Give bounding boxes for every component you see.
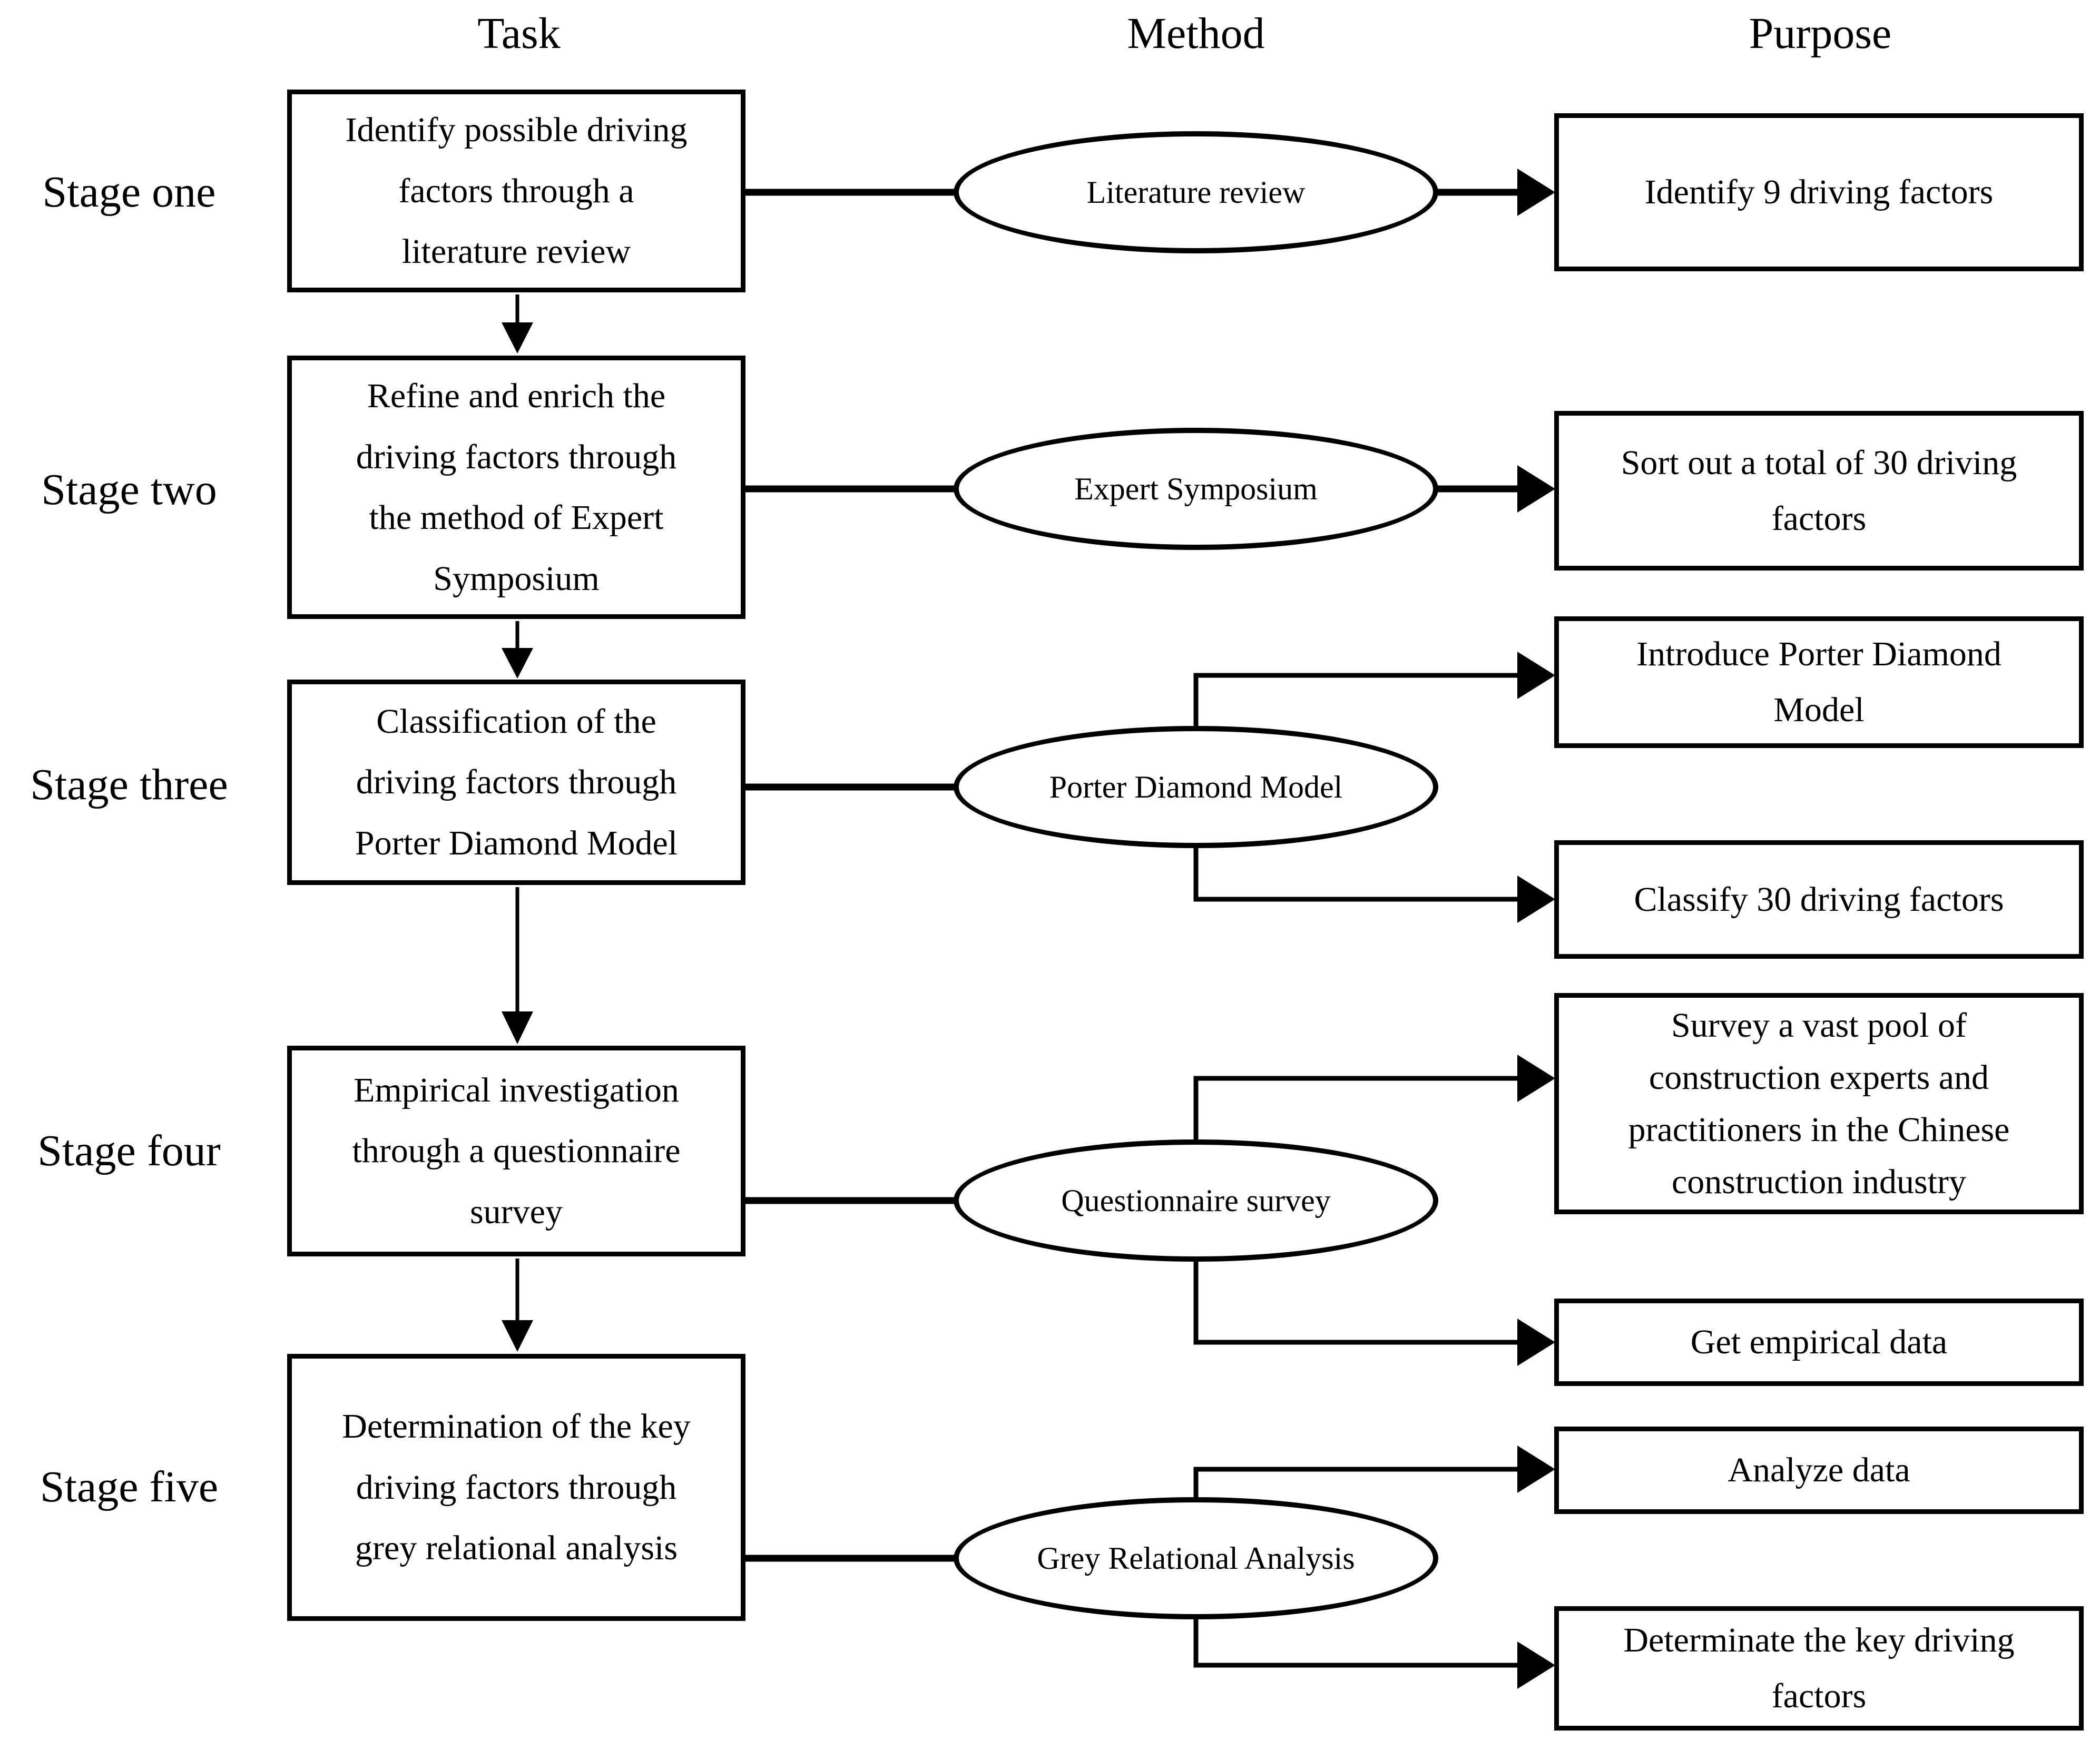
column-header-task: Task [477,9,561,58]
task-flow-arrows [502,294,533,1352]
purpose-box-determinate-key-factors: Determinate the key driving factors [1554,1606,2084,1731]
purpose-box-introduce-porter-model: Introduce Porter Diamond Model [1554,616,2084,748]
task-box-stage-two: Refine and enrich the driving factors th… [287,356,745,619]
purpose-box-identify-9-factors: Identify 9 driving factors [1554,113,2084,271]
task-box-stage-four: Empirical investigation through a questi… [287,1046,745,1256]
task-box-stage-three: Classification of the driving factors th… [287,680,745,885]
method-ellipse-questionnaire-survey: Questionnaire survey [954,1139,1438,1262]
method-to-purpose-arrows [1193,169,1555,1689]
stage-label-four: Stage four [37,1126,221,1175]
purpose-box-sort-30-factors: Sort out a total of 30 driving factors [1554,411,2084,571]
purpose-box-analyze-data: Analyze data [1554,1427,2084,1514]
purpose-box-survey-experts: Survey a vast pool of construction exper… [1554,993,2084,1214]
method-ellipse-literature-review: Literature review [954,131,1438,253]
method-ellipse-porter-diamond-model: Porter Diamond Model [954,726,1438,848]
method-ellipse-grey-relational-analysis: Grey Relational Analysis [954,1497,1438,1619]
task-box-stage-five: Determination of the key driving factors… [287,1354,745,1621]
stage-label-one: Stage one [42,168,216,217]
column-header-purpose: Purpose [1749,9,1892,58]
purpose-box-get-empirical-data: Get empirical data [1554,1299,2084,1386]
stage-label-two: Stage two [41,465,217,514]
stage-label-three: Stage three [30,760,228,809]
task-box-stage-one: Identify possible driving factors throug… [287,90,745,292]
task-to-method-lines [745,189,956,1562]
stage-label-five: Stage five [40,1462,219,1511]
method-ellipse-expert-symposium: Expert Symposium [954,428,1438,550]
purpose-box-classify-30-factors: Classify 30 driving factors [1554,840,2084,959]
column-header-method: Method [1127,9,1265,58]
